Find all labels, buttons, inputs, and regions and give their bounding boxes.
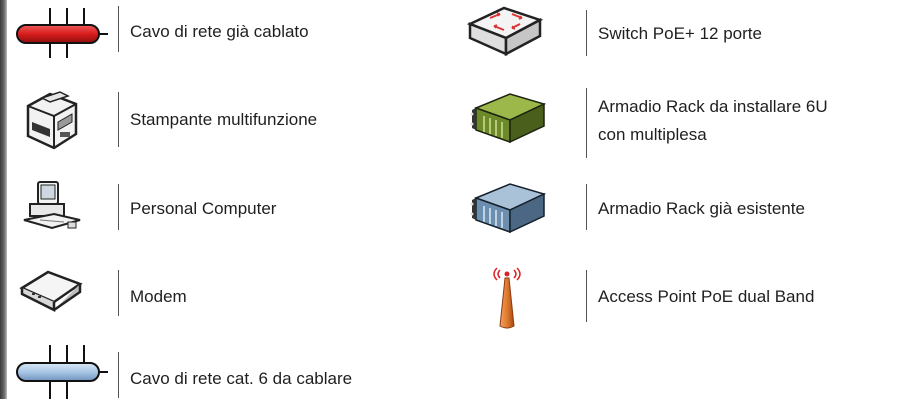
legend-label: Modem — [130, 287, 187, 306]
legend-label: Personal Computer — [130, 199, 277, 218]
network-cable-red-icon — [14, 8, 108, 58]
divider — [118, 270, 119, 316]
network-cable-blue-icon — [14, 345, 108, 399]
personal-computer-icon — [22, 180, 82, 232]
rack-blue-icon — [466, 182, 548, 234]
poe-switch-icon — [466, 4, 544, 56]
legend-label: Stampante multifunzione — [130, 110, 318, 129]
divider — [118, 6, 119, 52]
left-edge-strip — [0, 0, 7, 399]
divider — [118, 184, 119, 230]
modem-icon — [18, 266, 84, 312]
access-point-icon — [490, 262, 524, 330]
legend-label: Access Point PoE dual Band — [598, 287, 815, 306]
legend-label-line1: Armadio Rack da installare 6U — [598, 97, 828, 116]
divider — [586, 270, 587, 322]
legend-label: Cavo di rete cat. 6 da cablare — [130, 369, 353, 388]
divider — [586, 88, 587, 158]
divider — [586, 184, 587, 230]
rack-green-icon — [466, 92, 548, 144]
legend-label-line2: con multiplesa — [598, 125, 707, 144]
legend-label: Armadio Rack già esistente — [598, 199, 805, 218]
legend-label: Cavo di rete già cablato — [130, 22, 309, 41]
divider — [118, 352, 119, 398]
divider — [586, 10, 587, 56]
divider — [118, 92, 119, 147]
multifunction-printer-icon — [20, 90, 84, 150]
legend-label: Switch PoE+ 12 porte — [598, 24, 762, 43]
